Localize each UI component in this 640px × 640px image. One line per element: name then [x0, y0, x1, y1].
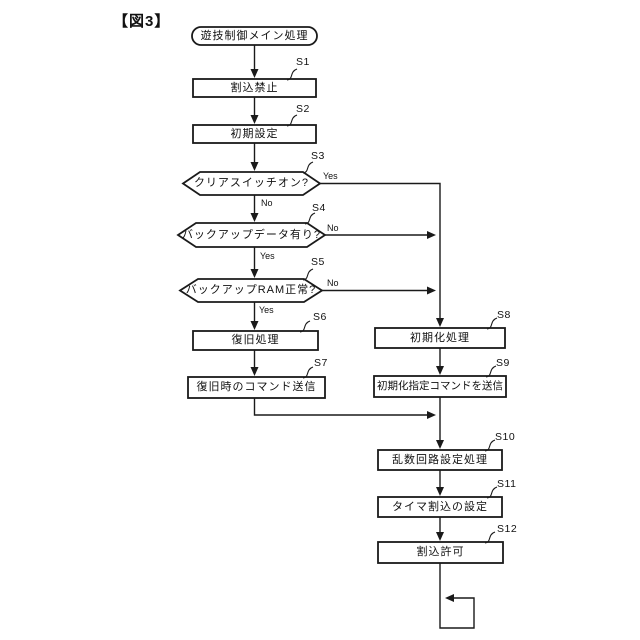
- figure-label: 【図3】: [113, 13, 171, 30]
- edge-s12-loop-back: [439, 563, 475, 629]
- step-tag-s3: S3: [311, 150, 325, 162]
- node-s1-process: 割込禁止: [230, 81, 279, 94]
- node-s8-process: 初期化処理: [410, 331, 470, 344]
- leader-s3: [302, 161, 314, 174]
- node-s2-process: 初期設定: [230, 127, 279, 140]
- node-s12-process: 割込許可: [416, 546, 465, 558]
- leader-s8: [486, 317, 498, 330]
- node-s3-decision: クリアスイッチオン?: [193, 177, 310, 189]
- step-tag-s5: S5: [311, 256, 325, 268]
- step-tag-s10: S10: [495, 431, 516, 443]
- process-s6-shape: [192, 330, 319, 351]
- leader-s9: [485, 365, 497, 378]
- branch-label-s4-no: No: [326, 223, 340, 233]
- node-s11-process: タイマ割込の設定: [392, 500, 488, 513]
- leader-s5: [302, 268, 314, 281]
- leader-s10: [484, 439, 496, 452]
- node-s6-process: 復旧処理: [231, 334, 280, 346]
- leader-s6: [299, 320, 311, 333]
- node-s10-process: 乱数回路設定処理: [392, 453, 488, 466]
- step-tag-s6: S6: [313, 311, 327, 323]
- process-s7-shape: [187, 376, 326, 399]
- node-s4-decision: バックアップデータ有り?: [181, 228, 322, 241]
- leader-s12: [484, 531, 496, 544]
- branch-label-s3-yes: Yes: [322, 171, 339, 181]
- leader-s4: [304, 212, 316, 225]
- leader-s1: [286, 68, 298, 81]
- branch-label-s5-no: No: [326, 278, 340, 288]
- step-tag-s11: S11: [497, 478, 517, 490]
- step-tag-s1: S1: [296, 56, 310, 68]
- edge-s7-join-trunk: [253, 398, 436, 419]
- node-s5-decision: バックアップRAM正常?: [185, 284, 317, 296]
- step-tag-s9: S9: [496, 357, 510, 369]
- leader-s11: [486, 486, 498, 499]
- step-tag-s12: S12: [497, 523, 518, 535]
- branch-label-s5-yes: Yes: [258, 305, 275, 315]
- leader-s7: [302, 366, 314, 379]
- step-tag-s4: S4: [312, 202, 326, 214]
- edge-s3-yes-s8: [320, 182, 444, 327]
- step-tag-s7: S7: [314, 357, 328, 369]
- node-s9-process: 初期化指定コマンドを送信: [377, 380, 503, 393]
- node-start-terminal: 遊技制御メイン処理: [200, 29, 309, 42]
- node-s7-process: 復旧時のコマンド送信: [196, 381, 317, 393]
- step-tag-s2: S2: [296, 103, 310, 115]
- branch-label-s4-yes: Yes: [259, 251, 276, 261]
- leader-s2: [286, 114, 298, 127]
- branch-label-s3-no: No: [260, 198, 274, 208]
- step-tag-s8: S8: [497, 309, 511, 321]
